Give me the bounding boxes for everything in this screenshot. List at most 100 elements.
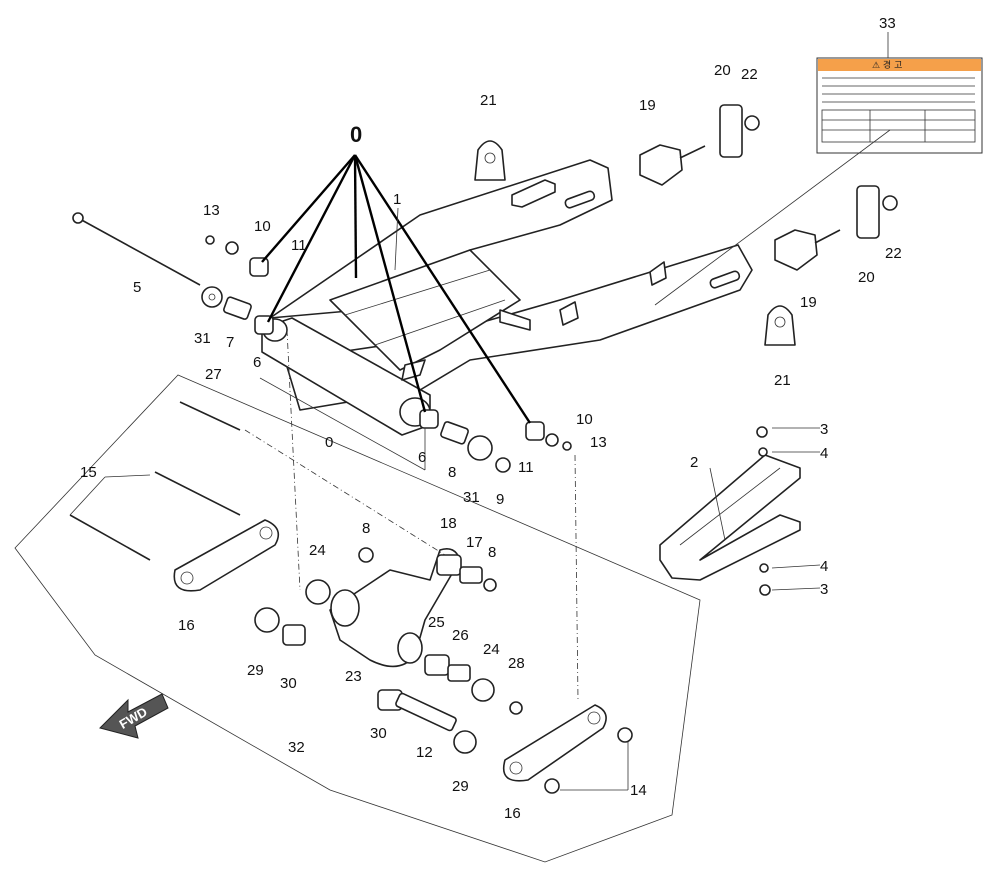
swing-arm bbox=[261, 159, 753, 436]
label-8-upper: 8 bbox=[362, 520, 370, 537]
label-6-right: 6 bbox=[418, 449, 426, 466]
bearing-18 bbox=[436, 554, 462, 576]
bearing-11-right bbox=[525, 421, 545, 441]
part-number-labels: 0 0 1 2 3 3 4 4 5 6 6 7 8 8 8 9 10 10 11… bbox=[80, 15, 902, 822]
label-19-upper: 19 bbox=[639, 97, 656, 114]
label-3-lower: 3 bbox=[820, 581, 828, 598]
label-30-left: 30 bbox=[280, 675, 297, 692]
label-18: 18 bbox=[440, 515, 457, 532]
collar-17 bbox=[459, 566, 483, 584]
label-26: 26 bbox=[452, 627, 469, 644]
link-assembly-boundary bbox=[14, 374, 701, 863]
label-11-left: 11 bbox=[291, 237, 307, 254]
washer-8-upper bbox=[358, 547, 374, 563]
label-25: 25 bbox=[428, 614, 445, 631]
bolt-27 bbox=[179, 401, 241, 431]
washer-10-right bbox=[545, 433, 559, 447]
chain-adjuster-lower bbox=[774, 229, 841, 271]
label-13-right: 13 bbox=[590, 434, 607, 451]
label-16-right: 16 bbox=[504, 805, 521, 822]
label-10-right: 10 bbox=[576, 411, 593, 428]
label-31-right: 31 bbox=[463, 489, 480, 506]
tie-rod-right bbox=[503, 704, 607, 782]
label-13-left: 13 bbox=[203, 202, 220, 219]
label-2: 2 bbox=[690, 454, 698, 471]
adjuster-plate-upper bbox=[719, 104, 743, 158]
chain-guide bbox=[659, 454, 801, 581]
label-6-left: 6 bbox=[253, 354, 261, 371]
label-30-right: 30 bbox=[370, 725, 387, 742]
washer-24-left bbox=[305, 579, 331, 605]
label-28: 28 bbox=[508, 655, 525, 672]
label-20-upper: 20 bbox=[714, 62, 731, 79]
label-20-lower: 20 bbox=[858, 269, 875, 286]
label-0-top: 0 bbox=[350, 122, 362, 147]
label-7: 7 bbox=[226, 334, 234, 351]
label-11-right: 11 bbox=[518, 459, 534, 476]
label-3-upper: 3 bbox=[820, 421, 828, 438]
label-9: 9 bbox=[496, 491, 504, 508]
collar-12 bbox=[395, 692, 457, 732]
leader-lines bbox=[69, 32, 891, 791]
washer-24-right bbox=[471, 678, 495, 702]
warning-label: ⚠ 경 고 bbox=[816, 57, 983, 154]
label-0-mid: 0 bbox=[325, 434, 333, 451]
tie-rod-left bbox=[173, 519, 280, 592]
label-21-upper: 21 bbox=[480, 92, 497, 109]
label-15: 15 bbox=[80, 464, 97, 481]
washer-13-left bbox=[205, 235, 215, 245]
label-12: 12 bbox=[416, 744, 433, 761]
label-4-lower: 4 bbox=[820, 558, 828, 575]
nut-upper bbox=[744, 115, 760, 131]
label-33: 33 bbox=[879, 15, 896, 32]
bearing-25 bbox=[424, 654, 450, 676]
label-14: 14 bbox=[630, 782, 647, 799]
label-24-right: 24 bbox=[483, 641, 500, 658]
label-23: 23 bbox=[345, 668, 362, 685]
collar-26 bbox=[447, 664, 471, 682]
adjuster-plate-lower bbox=[856, 185, 880, 239]
label-24-left: 24 bbox=[309, 542, 326, 559]
washer-8-right bbox=[483, 578, 497, 592]
collar-7 bbox=[223, 296, 252, 320]
bearing-30-left bbox=[282, 624, 306, 646]
nut-14-lower bbox=[544, 778, 560, 794]
chain-adjuster-upper bbox=[639, 144, 706, 186]
label-16-left: 16 bbox=[178, 617, 195, 634]
nut-14-upper bbox=[617, 727, 633, 743]
label-29-right: 29 bbox=[452, 778, 469, 795]
label-5: 5 bbox=[133, 279, 141, 296]
washer-10-left bbox=[225, 241, 239, 255]
rocker-arm bbox=[329, 547, 461, 668]
label-4-upper: 4 bbox=[820, 445, 828, 462]
label-22-lower: 22 bbox=[885, 245, 902, 262]
washer-31-right bbox=[467, 435, 493, 461]
bearing-6-right bbox=[419, 409, 439, 429]
label-31-left: 31 bbox=[194, 330, 211, 347]
washer-29-right bbox=[453, 730, 477, 754]
collar-8-right bbox=[440, 421, 469, 445]
nut-lower bbox=[882, 195, 898, 211]
label-19-lower: 19 bbox=[800, 294, 817, 311]
washer-29-left bbox=[254, 607, 280, 633]
nut-28 bbox=[509, 701, 523, 715]
label-29-left: 29 bbox=[247, 662, 264, 679]
bolt-15-upper bbox=[154, 471, 241, 516]
bearing-11-left bbox=[249, 257, 269, 277]
label-10-left: 10 bbox=[254, 218, 271, 235]
fwd-arrow: FWD bbox=[99, 693, 169, 739]
label-21-lower: 21 bbox=[774, 372, 791, 389]
label-8-right: 8 bbox=[488, 544, 496, 561]
bracket-upper bbox=[474, 140, 506, 181]
pivot-bolt bbox=[77, 217, 201, 286]
bracket-lower bbox=[764, 305, 796, 346]
warning-label-title: ⚠ 경 고 bbox=[872, 59, 902, 71]
label-32: 32 bbox=[288, 739, 305, 756]
nut-9 bbox=[495, 457, 511, 473]
label-27: 27 bbox=[205, 366, 222, 383]
label-8-middle: 8 bbox=[448, 464, 456, 481]
washer-13-right bbox=[562, 441, 572, 451]
pivot-washer bbox=[201, 286, 223, 308]
